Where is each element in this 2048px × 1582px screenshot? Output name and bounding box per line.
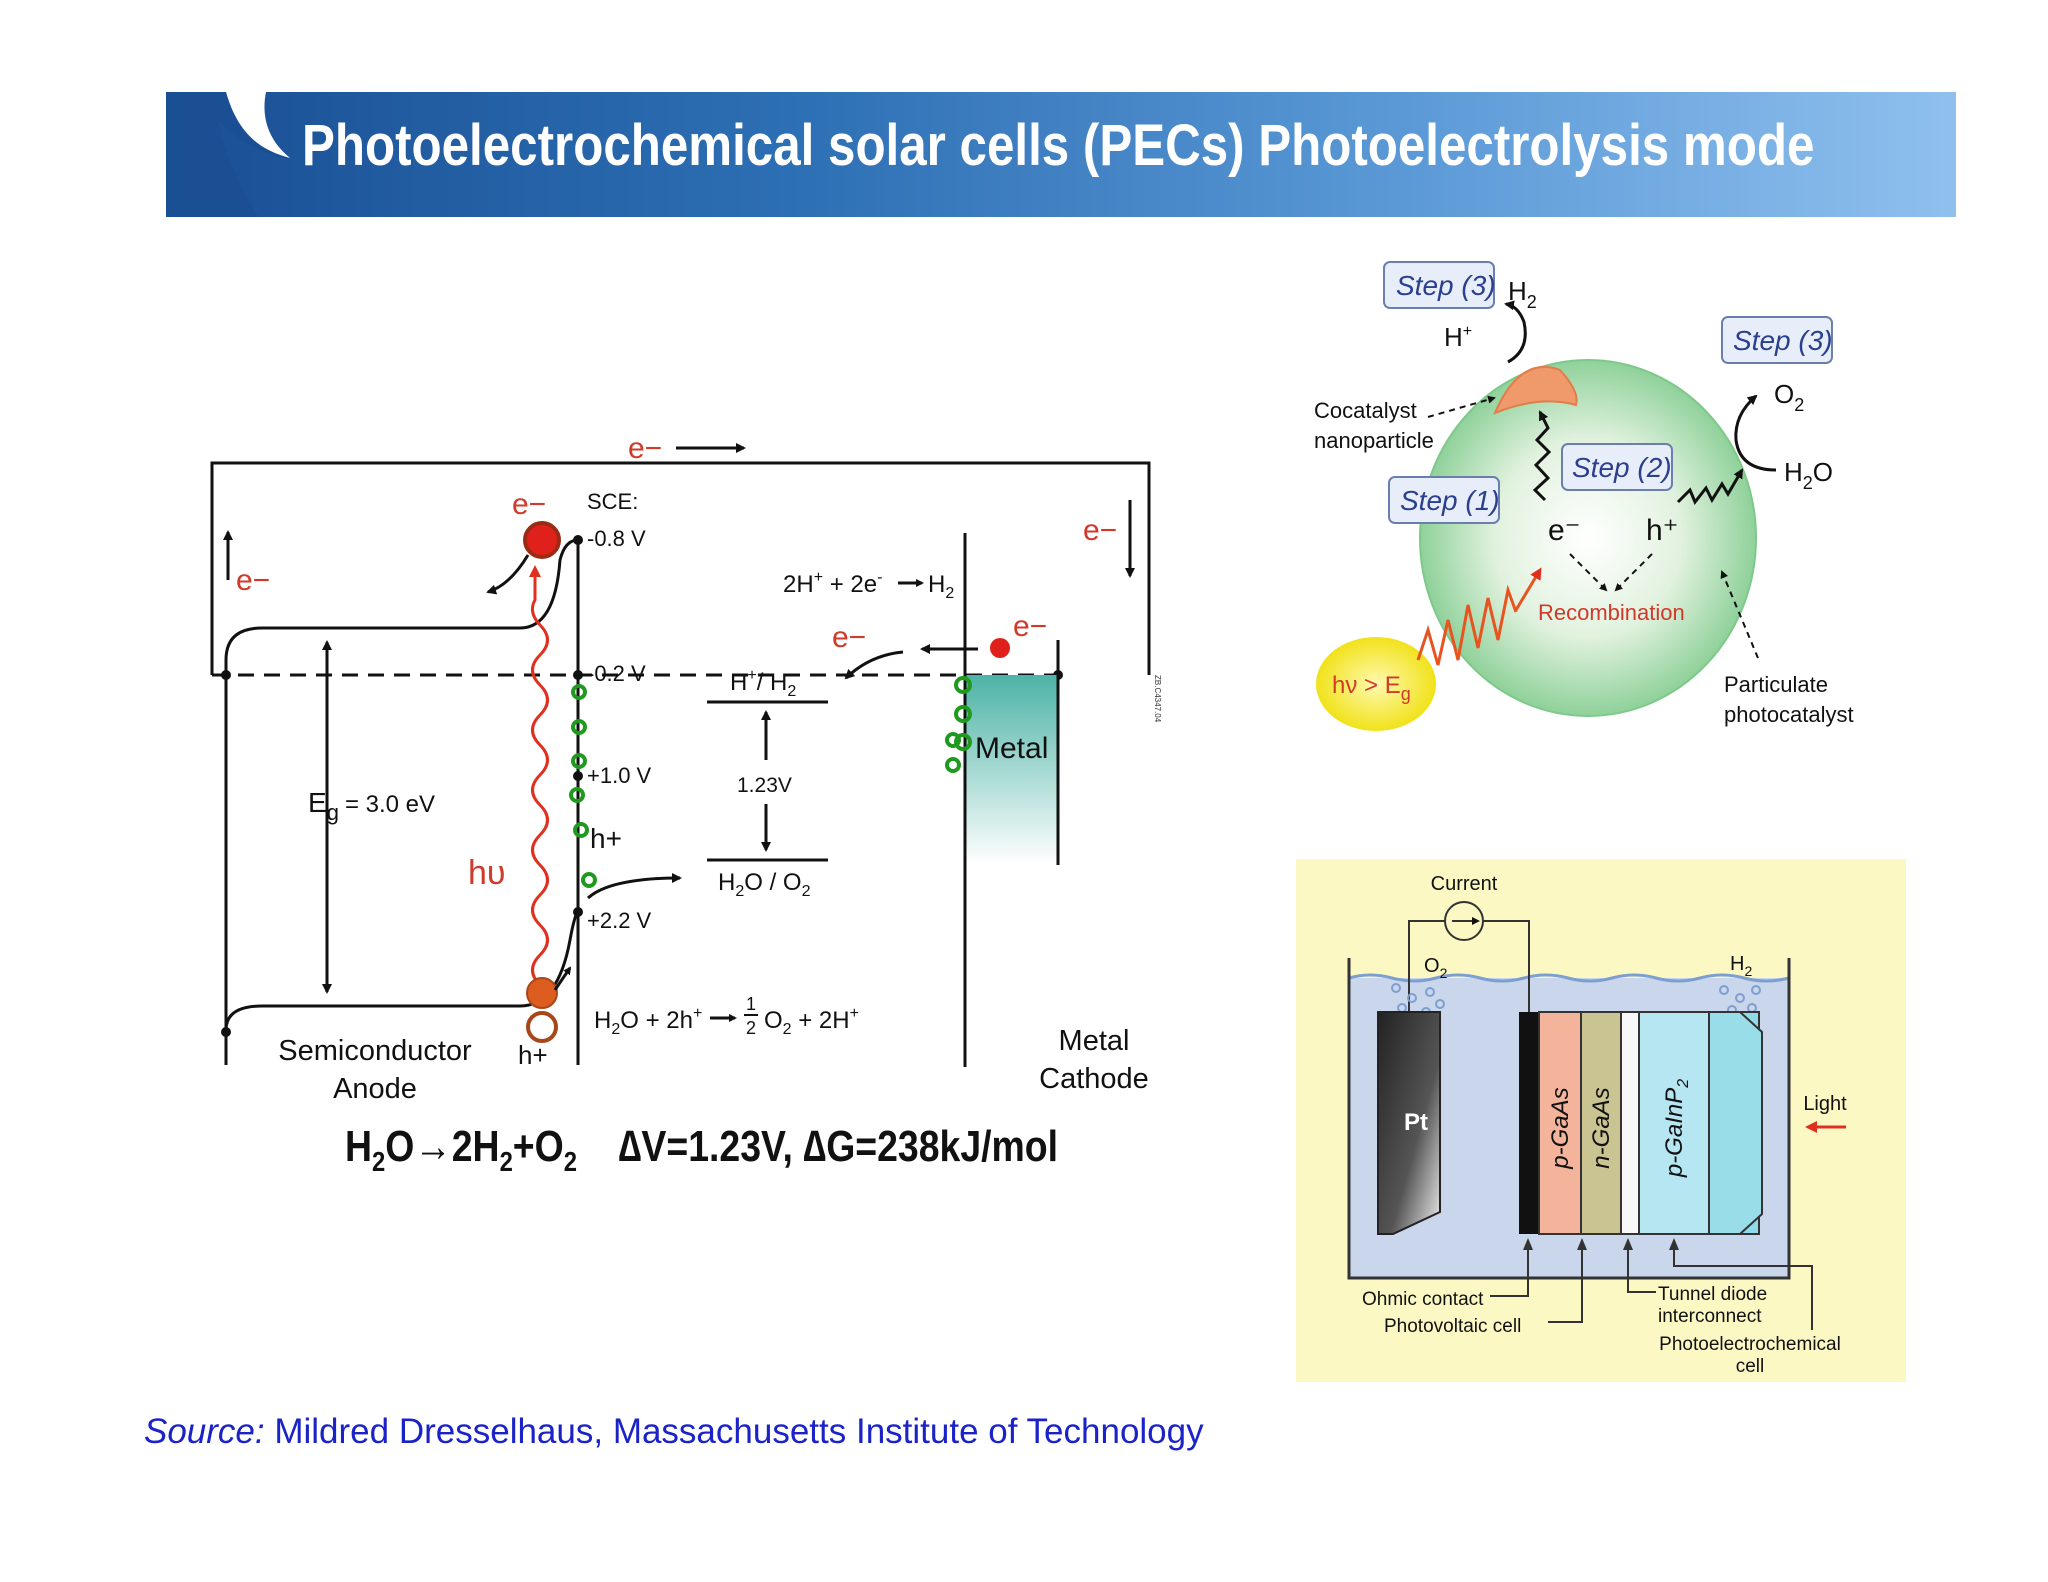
source-citation: Source: Mildred Dresselhaus, Massachuset… xyxy=(144,1412,1204,1452)
light-wave-icon xyxy=(1416,584,1518,666)
anode-label: Anode xyxy=(333,1073,417,1105)
pt-electrode xyxy=(1377,1011,1441,1235)
recombination-label: Recombination xyxy=(1538,600,1685,625)
reaction-o2-left: H2O + 2h+ xyxy=(594,1005,702,1038)
source-text: Mildred Dresselhaus, Massachusetts Insti… xyxy=(264,1412,1204,1451)
reaction-o2-right: O2 + 2H+ xyxy=(764,1005,859,1038)
step2-label: Step (2) xyxy=(1572,452,1672,483)
particulate-label: Particulate xyxy=(1724,672,1828,697)
sce-label: SCE: xyxy=(587,489,638,514)
photon-energy-label: hν > Eg xyxy=(1332,672,1411,704)
electron-label-metal-right: e− xyxy=(1013,610,1047,643)
photocatalyst-label: photocatalyst xyxy=(1724,702,1854,727)
metal-cathode-block xyxy=(965,675,1058,865)
holes-chain xyxy=(569,684,597,888)
step1-badge xyxy=(1388,476,1500,524)
step1-label: Step (1) xyxy=(1400,485,1500,516)
hole-label: h⁺ xyxy=(1646,514,1679,547)
h2-label: H2 xyxy=(1508,276,1537,312)
voltage-m02: -0.2 V xyxy=(587,661,646,686)
photon-label: hυ xyxy=(468,854,506,892)
p-gaas-layer xyxy=(1538,1011,1582,1235)
bandgap-label: Eg= 3.0 eV xyxy=(308,787,435,825)
step3-right-badge xyxy=(1721,316,1833,364)
cocatalyst-nanoparticle xyxy=(1493,365,1578,415)
tunnel-diode-label: Tunnel diode xyxy=(1658,1284,1767,1305)
electron-label-cb: e− xyxy=(512,488,546,521)
metal-label: Metal xyxy=(975,732,1048,765)
cathode-label: Cathode xyxy=(1039,1063,1149,1095)
couple-h-plus-h2: H+/ H2 xyxy=(730,667,796,700)
delta-v-label: 1.23V xyxy=(737,774,792,797)
voltage-p22: +2.2 V xyxy=(587,908,652,933)
p-gainp2-label: p-GaInP2 xyxy=(1661,1079,1692,1178)
step3-left-badge xyxy=(1383,261,1495,309)
pv-cell-label: Photovoltaic cell xyxy=(1384,1316,1521,1337)
hole-generated xyxy=(526,977,558,1009)
half-denominator: 2 xyxy=(746,1018,756,1038)
ohmic-contact-layer xyxy=(1519,1012,1539,1234)
source-label: Source: xyxy=(144,1412,265,1451)
hole-label-bottom: h+ xyxy=(518,1040,548,1070)
p-gainp2-layer xyxy=(1638,1011,1710,1235)
semiconductor-label: Semiconductor xyxy=(278,1035,472,1067)
nanoparticle-label: nanoparticle xyxy=(1314,428,1434,453)
n-gaas-label: n-GaAs xyxy=(1588,1087,1615,1168)
tandem-cell-diagram: Current O2 H2 Pt p-GaAs n-GaAs p-GaInP2 … xyxy=(1296,859,1906,1382)
page-title: Photoelectrochemical solar cells (PECs) … xyxy=(302,113,1815,178)
h2o-label: H2O xyxy=(1784,457,1833,493)
electron-label-right: e− xyxy=(1083,514,1117,547)
hole-empty xyxy=(526,1011,558,1043)
sun-icon xyxy=(1316,637,1436,731)
o2-label: O2 xyxy=(1774,379,1804,415)
figure-code: ZB.C4347.04 xyxy=(1153,675,1162,723)
photon-wave xyxy=(529,565,549,987)
light-label: Light xyxy=(1803,1093,1847,1115)
step2-badge xyxy=(1561,443,1673,491)
electron-label-metal-left: e− xyxy=(832,621,866,654)
electron-label: e⁻ xyxy=(1548,514,1581,547)
h-plus-label: H+ xyxy=(1444,322,1472,352)
couple-h2o-o2: H2O / O2 xyxy=(718,869,811,900)
logo-icon xyxy=(166,92,290,217)
voltage-m08: -0.8 V xyxy=(587,526,646,551)
p-gaas-label: p-GaAs xyxy=(1547,1087,1574,1169)
cocatalyst-label: Cocatalyst xyxy=(1314,398,1417,423)
interconnect-label: interconnect xyxy=(1658,1306,1762,1327)
electron-label-left: e− xyxy=(236,564,270,597)
voltage-p10: +1.0 V xyxy=(587,763,652,788)
electron-label-top: e− xyxy=(628,432,662,465)
o2-bubble-label: O2 xyxy=(1424,955,1448,981)
half-numerator: 1 xyxy=(746,994,756,1014)
n-gaas-layer xyxy=(1580,1011,1622,1235)
reaction-h2: 2H+ + 2e- xyxy=(783,569,882,598)
bubbles xyxy=(1391,983,1761,1025)
hole-label-right: h+ xyxy=(590,823,622,854)
cell-label: cell xyxy=(1736,1356,1765,1377)
excited-electron xyxy=(523,521,561,559)
h2-bubble-label: H2 xyxy=(1730,953,1752,979)
step3-left-label: Step (3) xyxy=(1396,270,1496,301)
metal-cathode-label: Metal xyxy=(1059,1025,1130,1057)
reaction-formula: H2O→2H2+O2 ∆V=1.23V, ∆G=238kJ/mol xyxy=(345,1122,1059,1177)
title-banner xyxy=(166,92,1956,217)
holes-metal xyxy=(945,676,972,773)
reaction-h2-product: H2 xyxy=(928,571,954,602)
current-label: Current xyxy=(1431,873,1498,895)
particle-diagram: hν > Eg Step (3) Step (3) Step (2) Step … xyxy=(1314,261,1854,731)
step3-right-label: Step (3) xyxy=(1733,325,1833,356)
tunnel-diode-layer xyxy=(1620,1011,1640,1235)
pec-label: Photoelectrochemical xyxy=(1659,1334,1841,1355)
external-circuit xyxy=(210,461,1151,675)
pt-label: Pt xyxy=(1404,1109,1428,1136)
window-layer xyxy=(1708,1011,1763,1235)
ohmic-contact-label: Ohmic contact xyxy=(1362,1289,1484,1310)
electron-dot xyxy=(990,638,1010,658)
